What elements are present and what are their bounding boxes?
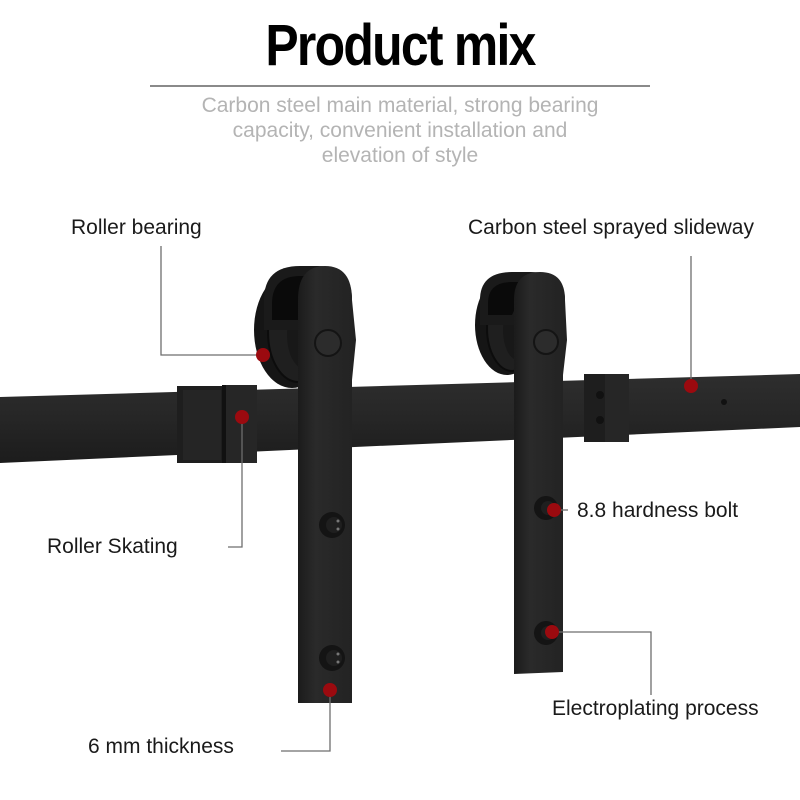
left-stopper bbox=[177, 385, 257, 463]
marker-roller-bearing bbox=[256, 348, 270, 362]
label-hardness-bolt: 8.8 hardness bolt bbox=[577, 499, 739, 522]
right-axle-cap bbox=[533, 329, 559, 355]
label-roller-bearing: Roller bearing bbox=[71, 216, 202, 239]
marker-electroplating bbox=[545, 625, 559, 639]
marker-slideway bbox=[684, 379, 698, 393]
marker-hardness-bolt bbox=[547, 503, 561, 517]
callout-markers bbox=[235, 348, 698, 697]
label-thickness: 6 mm thickness bbox=[88, 735, 234, 758]
leader-thickness bbox=[281, 690, 331, 752]
leader-roller-bearing bbox=[160, 246, 262, 356]
subtitle-line-2: capacity, convenient installation and bbox=[232, 119, 568, 142]
marker-roller-skating bbox=[235, 410, 249, 424]
left-axle-cap bbox=[314, 329, 342, 357]
label-roller-skating: Roller Skating bbox=[47, 535, 178, 558]
leader-lines bbox=[160, 246, 692, 752]
page-title: Product mix bbox=[265, 13, 536, 78]
subtitle: Carbon steel main material, strong beari… bbox=[150, 93, 650, 168]
leader-electroplating bbox=[553, 631, 652, 695]
marker-thickness bbox=[323, 683, 337, 697]
subtitle-line-3: elevation of style bbox=[321, 144, 479, 167]
label-electroplating: Electroplating process bbox=[552, 697, 759, 720]
subtitle-line-1: Carbon steel main material, strong beari… bbox=[201, 94, 599, 117]
label-slideway: Carbon steel sprayed slideway bbox=[468, 216, 754, 239]
slideway-rail bbox=[0, 374, 800, 463]
leader-roller-skating bbox=[228, 418, 243, 548]
right-hanger bbox=[475, 272, 567, 674]
title-divider bbox=[150, 85, 650, 87]
rail-hole bbox=[721, 399, 727, 405]
right-stopper bbox=[584, 374, 629, 442]
left-hanger bbox=[254, 266, 356, 703]
